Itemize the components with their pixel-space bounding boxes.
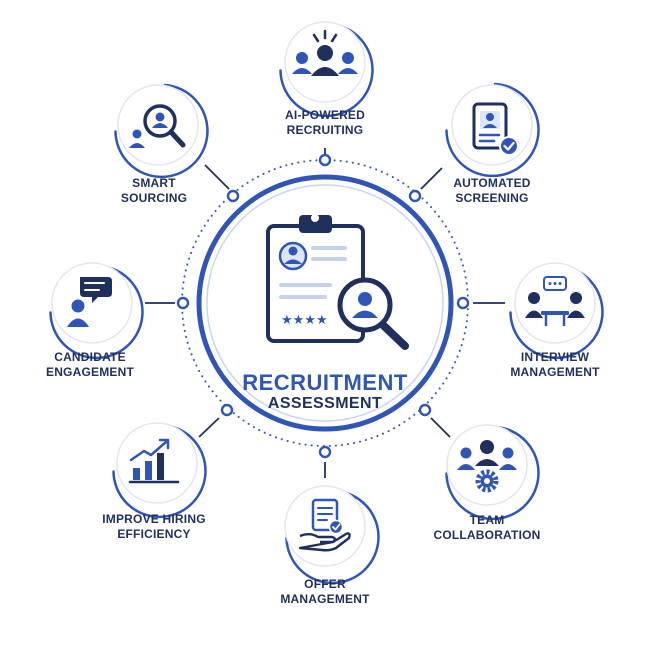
node-candidate-engagement: [49, 262, 144, 360]
center-inner-ring: [206, 184, 444, 422]
connector-automated-screening: [420, 167, 443, 190]
label-line: OFFER: [304, 577, 346, 591]
ring-marker-top: [318, 153, 332, 167]
label-line: COLLABORATION: [433, 528, 541, 542]
label-automated-screening: AUTOMATED SCREENING: [417, 176, 567, 206]
interview-meeting-icon: [525, 276, 585, 326]
label-offer-management: OFFER MANAGEMENT: [250, 577, 400, 607]
label-line: INTERVIEW: [520, 350, 590, 364]
node-improve-hiring-efficiency: [112, 422, 207, 519]
center-subtitle: ASSESSMENT: [267, 395, 383, 412]
label-line: SMART: [132, 176, 176, 190]
connector-improve-hiring-efficiency: [198, 417, 220, 438]
chat-person-icon: [67, 277, 112, 327]
node-interview-management: [509, 262, 604, 360]
label-line: MANAGEMENT: [510, 365, 600, 379]
ring-marker-top-right: [408, 189, 422, 203]
label-line: EFFICIENCY: [117, 527, 191, 541]
profile-document-check-icon: [472, 102, 519, 156]
label-line: AUTOMATED: [453, 176, 531, 190]
node-offer-management: [284, 485, 380, 585]
label-smart-sourcing: SMART SOURCING: [79, 176, 229, 206]
label-improve-hiring-efficiency: IMPROVE HIRING EFFICIENCY: [79, 512, 229, 542]
magnifier-person-icon: [129, 104, 186, 148]
center-title: RECRUITMENT: [242, 370, 408, 395]
ring-marker-bottom-right: [418, 403, 432, 417]
label-line: IMPROVE HIRING: [102, 512, 206, 526]
clipboard-search-icon: ★★★★: [266, 214, 409, 350]
label-team-collaboration: TEAM COLLABORATION: [412, 513, 562, 543]
ring-marker-bottom-left: [220, 403, 234, 417]
label-ai-powered-recruiting: AI-POWERED RECRUITING: [250, 108, 400, 138]
node-ai-powered-recruiting: [279, 21, 374, 118]
node-team-collaboration: [445, 424, 540, 521]
label-candidate-engagement: CANDIDATE ENGAGEMENT: [15, 350, 165, 380]
hand-document-check-icon: [298, 498, 351, 552]
label-line: CANDIDATE: [54, 350, 126, 364]
ring-markers: [176, 153, 470, 459]
label-line: MANAGEMENT: [280, 592, 370, 606]
node-smart-sourcing: [114, 83, 209, 179]
label-line: RECRUITING: [286, 123, 364, 137]
label-line: TEAM: [469, 513, 505, 527]
growth-bar-chart-icon: [128, 438, 180, 484]
team-gear-icon: [457, 440, 517, 493]
connector-team-collaboration: [430, 417, 451, 438]
connector-smart-sourcing: [204, 164, 230, 190]
ring-marker-left: [176, 296, 190, 310]
ring-marker-bottom: [318, 445, 332, 459]
label-line: ENGAGEMENT: [45, 365, 134, 379]
ring-marker-right: [456, 296, 470, 310]
node-automated-screening: [445, 82, 540, 178]
svg-text:★★★★: ★★★★: [281, 313, 328, 328]
label-line: SCREENING: [455, 191, 529, 205]
ring-marker-top-left: [226, 189, 240, 203]
connectors: [145, 148, 505, 478]
label-interview-management: INTERVIEW MANAGEMENT: [480, 350, 630, 380]
label-line: SOURCING: [120, 191, 188, 205]
team-group-icon: [292, 29, 358, 76]
label-line: AI-POWERED: [285, 108, 365, 122]
